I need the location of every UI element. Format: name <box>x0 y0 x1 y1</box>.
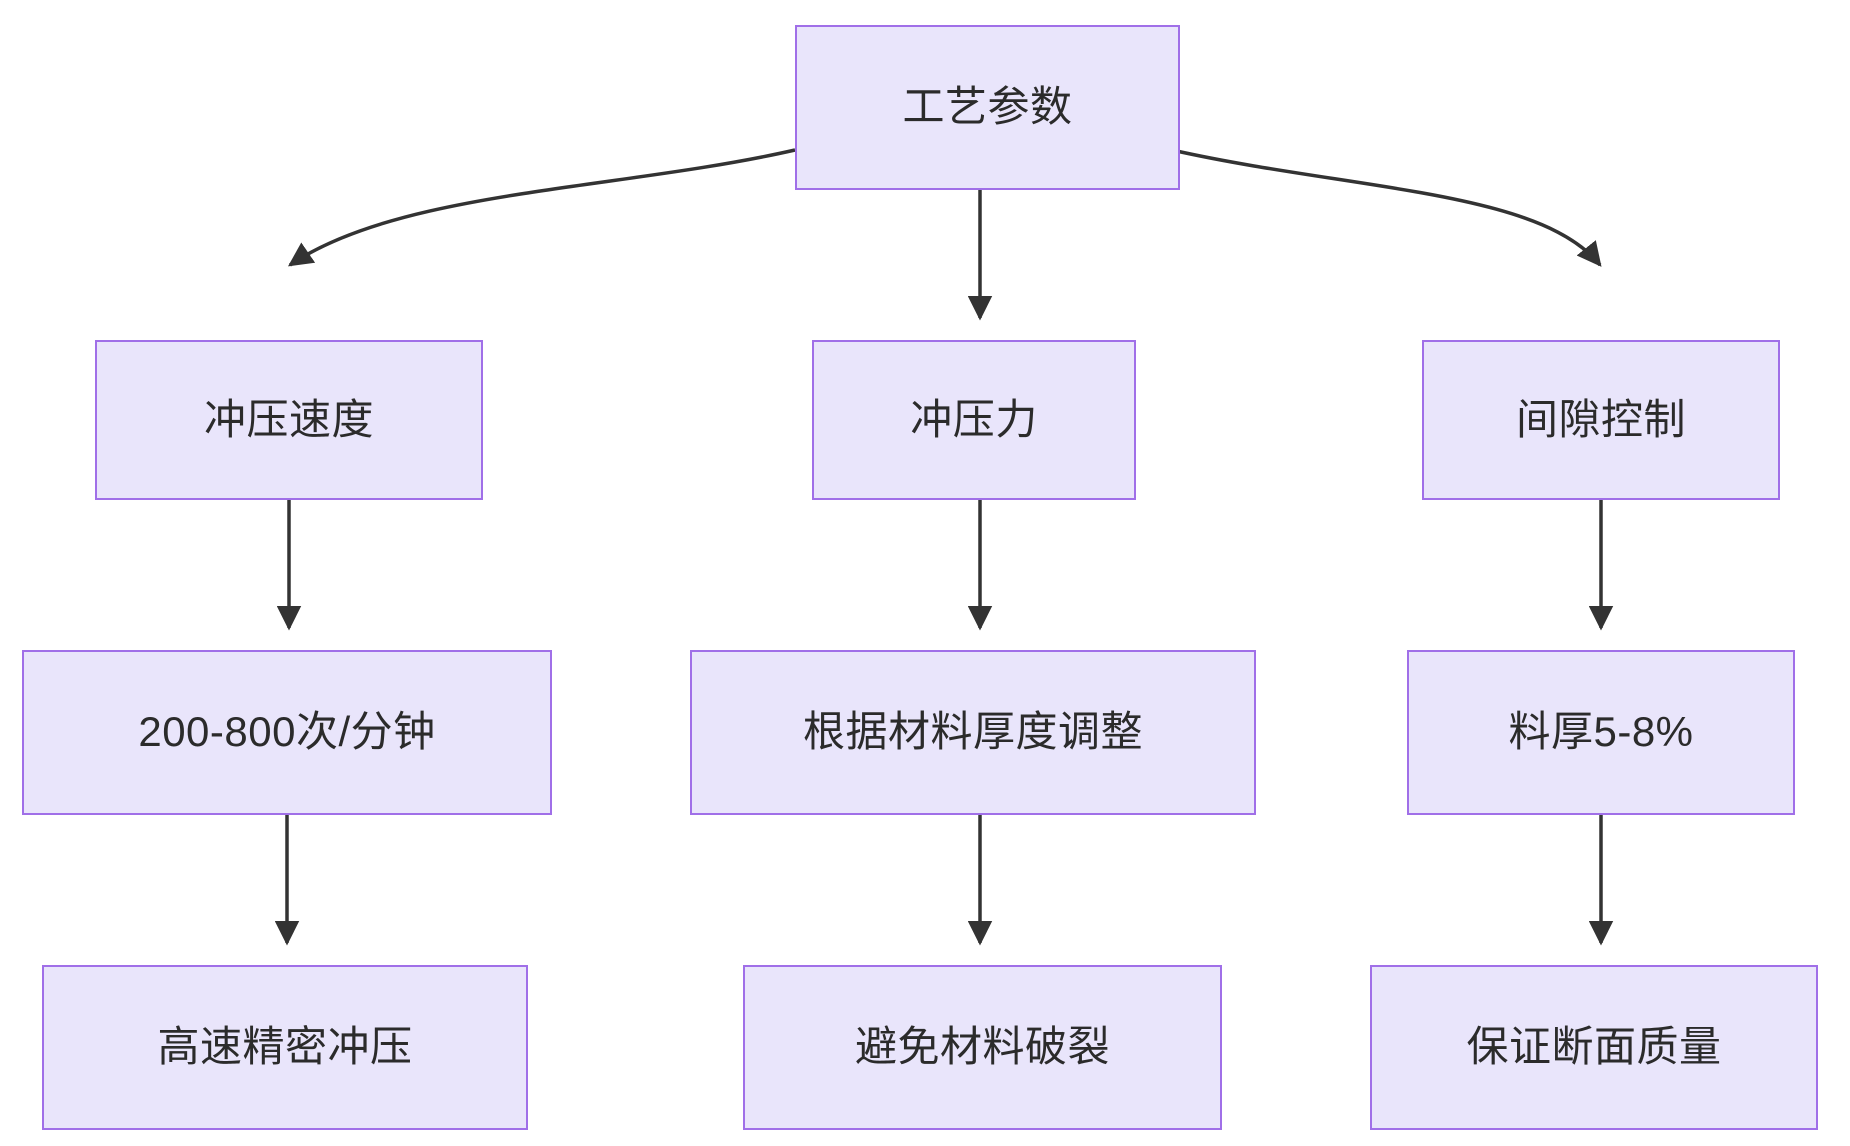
node-speed-outcome[interactable]: 高速精密冲压 <box>42 965 528 1130</box>
node-clearance-control[interactable]: 间隙控制 <box>1422 340 1780 500</box>
node-label: 避免材料破裂 <box>854 1023 1110 1071</box>
edge-root-to-clearance <box>1171 148 1602 267</box>
node-force-value[interactable]: 根据材料厚度调整 <box>690 650 1256 815</box>
edge-root-to-speed <box>287 148 796 267</box>
node-label: 冲压力 <box>910 395 1038 443</box>
node-stamping-force[interactable]: 冲压力 <box>812 340 1136 500</box>
node-label: 高速精密冲压 <box>157 1023 413 1071</box>
node-label: 根据材料厚度调整 <box>802 708 1143 756</box>
node-label: 工艺参数 <box>902 83 1073 131</box>
node-stamping-speed[interactable]: 冲压速度 <box>95 340 483 500</box>
node-speed-value[interactable]: 200-800次/分钟 <box>22 650 552 815</box>
node-force-outcome[interactable]: 避免材料破裂 <box>743 965 1222 1130</box>
node-label: 间隙控制 <box>1515 395 1686 443</box>
node-label: 200-800次/分钟 <box>138 708 436 756</box>
node-process-parameters[interactable]: 工艺参数 <box>795 25 1180 190</box>
node-clearance-outcome[interactable]: 保证断面质量 <box>1370 965 1818 1130</box>
node-label: 料厚5-8% <box>1508 708 1694 756</box>
node-label: 冲压速度 <box>203 395 374 443</box>
node-clearance-value[interactable]: 料厚5-8% <box>1407 650 1795 815</box>
node-label: 保证断面质量 <box>1466 1023 1722 1071</box>
